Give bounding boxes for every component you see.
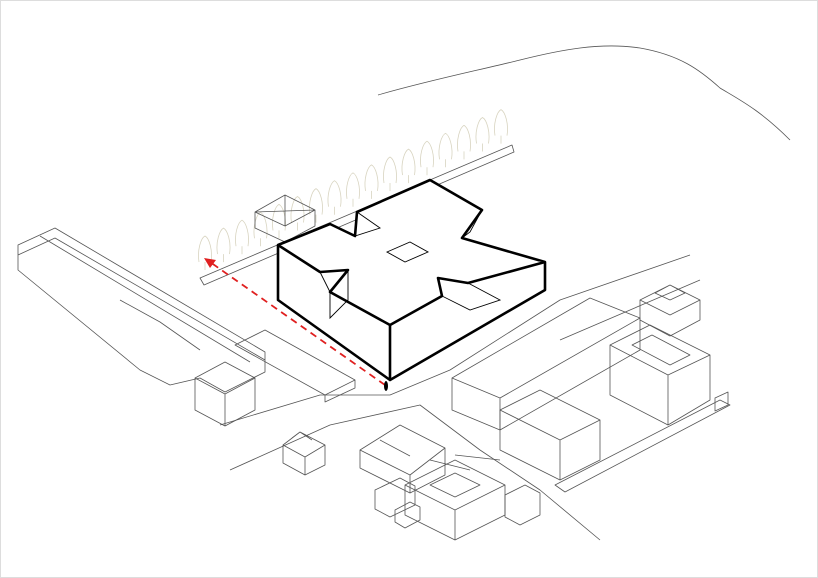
- small-house-right: [639, 284, 701, 337]
- road-edge-upper: [219, 254, 691, 426]
- existing-long-building: [17, 227, 266, 393]
- tree: [327, 180, 342, 215]
- tree: [383, 156, 397, 191]
- tree: [198, 235, 212, 270]
- tree: [494, 109, 508, 144]
- annex-small: [374, 477, 421, 529]
- access-arrow: [204, 258, 388, 391]
- tree: [253, 211, 268, 247]
- road-edge-right: [559, 279, 701, 341]
- hill-contour: [377, 45, 791, 141]
- road-edge-lower: [229, 404, 601, 541]
- house-cluster: [359, 424, 446, 494]
- proposed-building: [276, 178, 547, 382]
- courtyard-base: [554, 399, 731, 493]
- tree: [401, 148, 416, 184]
- box-small-lower: [504, 484, 541, 526]
- house-small-left: [282, 431, 326, 476]
- tree: [438, 132, 453, 168]
- tree: [420, 140, 434, 176]
- tree: [309, 188, 323, 223]
- tree: [364, 164, 379, 199]
- tree: [457, 124, 471, 160]
- tree: [216, 227, 231, 263]
- building-block-c: [609, 324, 711, 426]
- tree: [475, 117, 490, 152]
- small-box-right: [714, 391, 729, 412]
- courtyard-house: [404, 459, 506, 541]
- tree-row: [198, 109, 508, 270]
- building-block-b: [499, 389, 601, 481]
- tree: [346, 172, 360, 207]
- tree: [235, 219, 249, 255]
- tree: [290, 196, 305, 231]
- road-branch: [429, 454, 501, 471]
- annex-block: [194, 361, 256, 427]
